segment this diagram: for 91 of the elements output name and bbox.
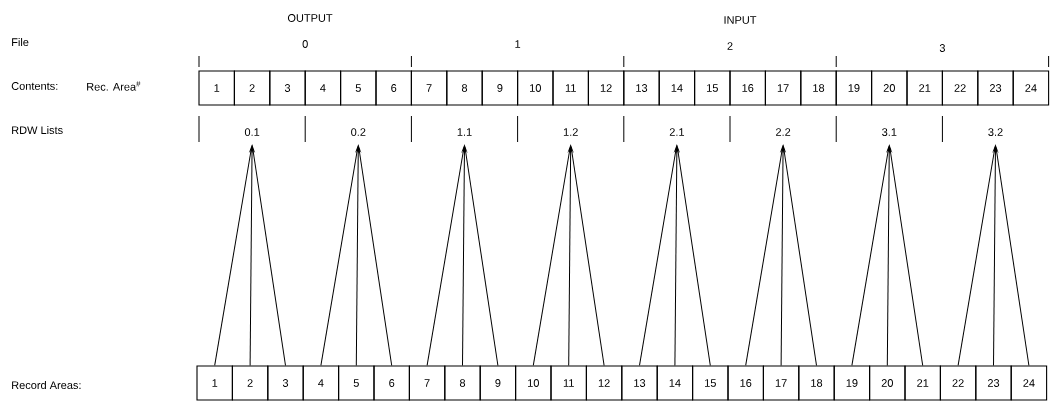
arrow <box>851 146 890 366</box>
arrow <box>889 146 924 366</box>
row-label: Record Areas: <box>12 380 81 390</box>
file-type-label: OUTPUT <box>287 14 333 22</box>
arrow <box>462 146 466 366</box>
contents-cell: 12 <box>587 70 625 106</box>
arrow <box>993 146 997 366</box>
contents-cell: 6 <box>375 70 412 106</box>
record-area-cell: 9 <box>479 365 517 401</box>
arrow <box>426 146 465 366</box>
arrow <box>674 146 679 366</box>
list-label: 0.1 <box>244 128 260 136</box>
arrow <box>358 146 393 366</box>
file-number: 3 <box>939 44 945 52</box>
record-area-cell: 17 <box>762 365 800 401</box>
arrow <box>782 146 817 366</box>
list-label: 1.2 <box>563 128 578 136</box>
contents-cell: 11 <box>552 70 589 106</box>
list-label: 3.1 <box>882 128 897 136</box>
record-area-cell: 22 <box>939 365 977 401</box>
list-label: 1.1 <box>457 128 472 136</box>
contents-cell: 20 <box>871 70 908 106</box>
contents-cell: 15 <box>694 70 731 106</box>
record-area-cell: 6 <box>373 365 410 401</box>
arrow <box>957 146 996 366</box>
file-type-label: INPUT <box>724 16 757 24</box>
contents-cell: 4 <box>304 70 342 106</box>
arrow <box>995 146 1030 366</box>
contents-cell: 21 <box>906 70 943 106</box>
record-area-cell: 1 <box>196 365 233 401</box>
record-area-cell: 8 <box>444 365 481 401</box>
row-label: RDW Lists <box>12 125 63 135</box>
arrow <box>251 146 286 366</box>
record-area-cell: 10 <box>515 365 552 401</box>
contents-cell: 9 <box>481 70 519 106</box>
contents-cell: 7 <box>410 70 448 106</box>
record-area-cell: 12 <box>585 365 623 401</box>
contents-cell: 5 <box>340 70 377 106</box>
contents-cell: 8 <box>446 70 483 106</box>
contents-cell: 1 <box>198 70 235 106</box>
record-area-cell: 13 <box>621 365 658 401</box>
record-area-cell: 24 <box>1010 365 1048 401</box>
record-area-cell: 20 <box>869 365 906 401</box>
record-area-cell: 4 <box>302 365 340 401</box>
file-number: 2 <box>727 42 733 50</box>
contents-cell: 24 <box>1012 70 1050 106</box>
row-label: Rec. Area$^{#}$ <box>87 81 141 91</box>
contents-cell: 17 <box>764 70 802 106</box>
arrow <box>568 146 572 366</box>
arrow <box>886 146 891 366</box>
row-label: Contents: <box>11 82 58 90</box>
arrow <box>780 146 785 366</box>
contents-cell: 3 <box>269 70 306 106</box>
contents-cell: 10 <box>517 70 554 106</box>
arrow <box>745 146 784 366</box>
contents-cell: 18 <box>800 70 837 106</box>
contents-cell: 16 <box>729 70 766 106</box>
arrow <box>676 146 711 366</box>
file-number: 1 <box>515 40 521 48</box>
record-area-cell: 5 <box>338 365 375 401</box>
arrow <box>249 146 254 366</box>
arrow <box>320 146 359 366</box>
arrow <box>214 146 253 366</box>
contents-cell: 13 <box>623 70 660 106</box>
list-label: 2.2 <box>776 128 791 136</box>
record-area-cell: 11 <box>550 365 587 401</box>
contents-cell: 2 <box>233 70 271 106</box>
arrow <box>464 146 499 366</box>
contents-cell: 14 <box>658 70 696 106</box>
record-area-cell: 2 <box>231 365 269 401</box>
arrow <box>532 146 571 366</box>
record-area-cell: 16 <box>727 365 764 401</box>
record-area-cell: 7 <box>408 365 446 401</box>
contents-cell: 19 <box>835 70 873 106</box>
arrow <box>570 146 605 366</box>
record-area-cell: 19 <box>833 365 871 401</box>
list-label: 2.1 <box>669 128 684 136</box>
file-number: 0 <box>302 40 308 48</box>
list-label: 3.2 <box>988 128 1003 136</box>
list-label: 0.2 <box>351 128 366 136</box>
arrow <box>639 146 678 366</box>
record-area-cell: 3 <box>267 365 304 401</box>
record-area-cell: 14 <box>656 365 694 401</box>
record-area-cell: 23 <box>975 365 1012 401</box>
contents-cell: 22 <box>941 70 979 106</box>
record-area-cell: 18 <box>798 365 835 401</box>
record-area-cell: 15 <box>692 365 729 401</box>
record-area-cell: 21 <box>904 365 941 401</box>
contents-cell: 23 <box>977 70 1014 106</box>
row-label: File <box>12 37 29 47</box>
arrow <box>355 146 360 366</box>
